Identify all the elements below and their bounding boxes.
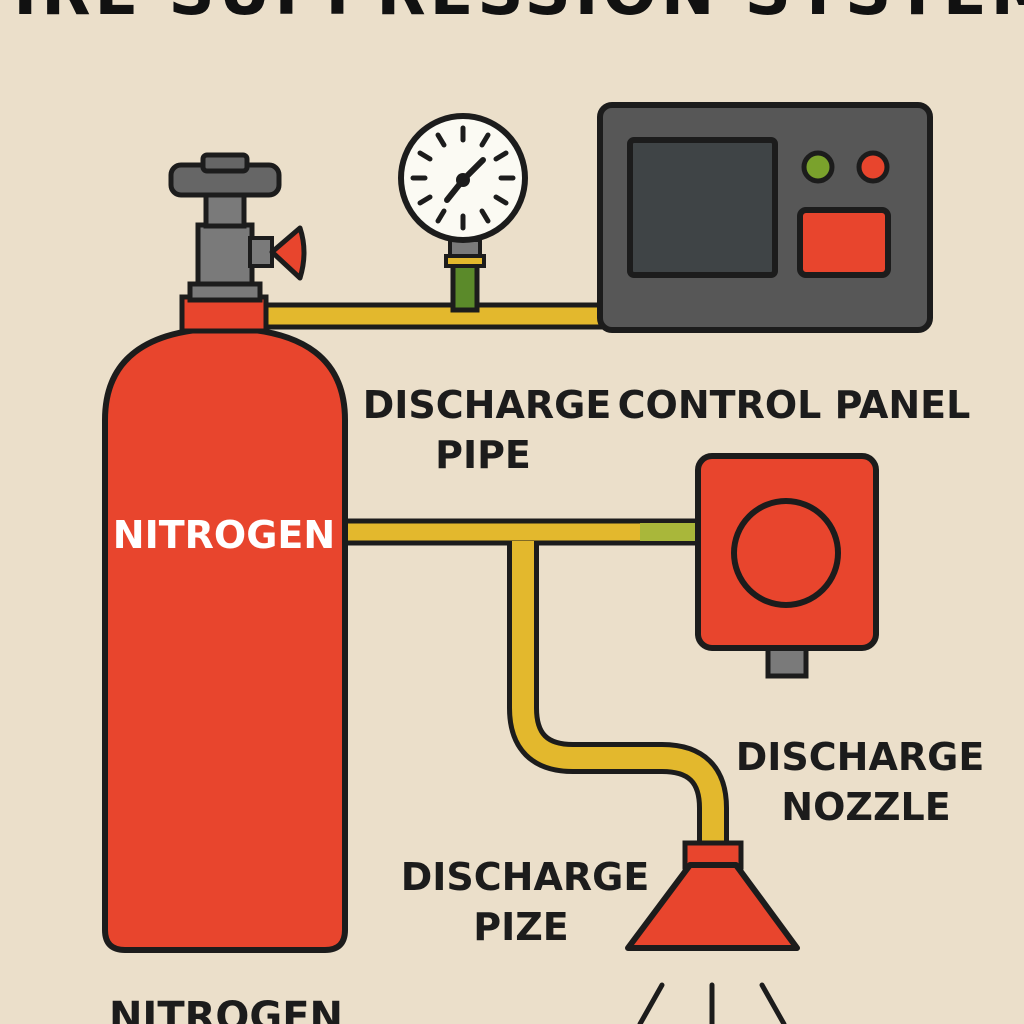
status-led-green xyxy=(801,150,835,184)
release-button[interactable] xyxy=(797,207,891,278)
label-discharge-pize-line2: PIZE xyxy=(473,905,569,949)
panel-screen xyxy=(627,137,778,278)
label-discharge-nozzle-line2: NOZZLE xyxy=(781,785,950,829)
label-control-panel: CONTROL PANEL xyxy=(618,383,971,427)
status-led-red xyxy=(856,150,890,184)
nozzle-discharge-pipe xyxy=(507,541,729,848)
label-discharge-pize-line1: DISCHARGE xyxy=(401,855,650,899)
label-discharge-pipe-line1: DISCHARGE xyxy=(363,383,612,427)
lower-discharge-pipe xyxy=(342,518,706,546)
diagram-title: FIRE SUPPRESSION SYSTEM xyxy=(0,0,1024,30)
upper-discharge-pipe xyxy=(262,302,608,330)
nitrogen-cylinder: NITROGEN xyxy=(102,294,348,953)
cylinder-label: NITROGEN xyxy=(113,513,335,557)
gauge-stem xyxy=(444,238,486,313)
cylinder-valve-icon[interactable] xyxy=(168,152,307,303)
alarm-bell-icon xyxy=(695,453,879,679)
discharge-nozzle-icon xyxy=(625,840,800,1024)
label-bottom-nitrogen: NITROGEN xyxy=(109,994,343,1024)
control-panel xyxy=(597,102,933,333)
label-discharge-pipe-line2: PIPE xyxy=(435,433,531,477)
pressure-gauge-icon xyxy=(398,113,528,243)
label-discharge-nozzle-line1: DISCHARGE xyxy=(736,735,985,779)
